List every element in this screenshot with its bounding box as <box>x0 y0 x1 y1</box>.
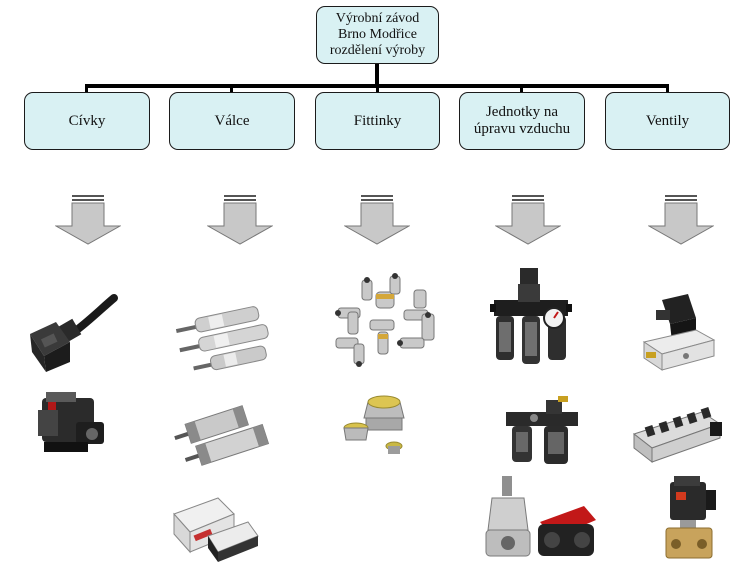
valve-manifold-image <box>632 407 722 464</box>
compact-cylinders-image <box>173 497 259 562</box>
root-line-1: Výrobní závod <box>335 11 420 27</box>
connector-plug-image <box>30 294 118 372</box>
category-civky: Cívky <box>24 92 150 150</box>
category-label: Cívky <box>68 112 106 129</box>
filter-regulator-image <box>506 396 578 464</box>
root-line-3: rozdělení výroby <box>329 42 426 58</box>
down-arrow-icon <box>207 195 273 245</box>
connector-drop-2 <box>230 84 233 93</box>
category-fittinky: Fittinky <box>315 92 440 150</box>
category-label: Fittinky <box>353 112 402 129</box>
profile-cylinders-image <box>174 405 270 466</box>
category-ventily: Ventily <box>605 92 730 150</box>
coil-unit-image <box>38 392 104 452</box>
category-valce: Válce <box>169 92 295 150</box>
root-node: Výrobní závod Brno Modřice rozdělení výr… <box>316 6 439 64</box>
category-label-line-1: Jednotky na <box>485 104 559 121</box>
silencers-image <box>343 395 405 454</box>
solenoid-valve-image <box>665 476 716 559</box>
category-label: Ventily <box>645 112 690 129</box>
down-arrow-icon <box>344 195 410 245</box>
connector-drop-5 <box>666 84 669 93</box>
connector-drop-3 <box>376 84 379 93</box>
category-label: Válce <box>214 112 250 129</box>
pressure-switch-image <box>642 294 716 371</box>
down-arrow-icon <box>495 195 561 245</box>
connector-root-down <box>375 64 379 86</box>
down-arrow-icon <box>648 195 714 245</box>
connector-drop-1 <box>85 84 88 93</box>
down-arrow-icon <box>55 195 121 245</box>
pressure-regulators-image <box>485 476 596 557</box>
connector-drop-4 <box>520 84 523 93</box>
category-label-line-2: úpravu vzduchu <box>473 121 571 137</box>
category-jednotky: Jednotky na úpravu vzduchu <box>459 92 585 150</box>
push-in-fittings-image <box>335 273 435 367</box>
frl-unit-image <box>490 268 572 364</box>
root-line-2: Brno Modřice <box>338 27 417 43</box>
round-cylinders-image <box>175 306 269 371</box>
